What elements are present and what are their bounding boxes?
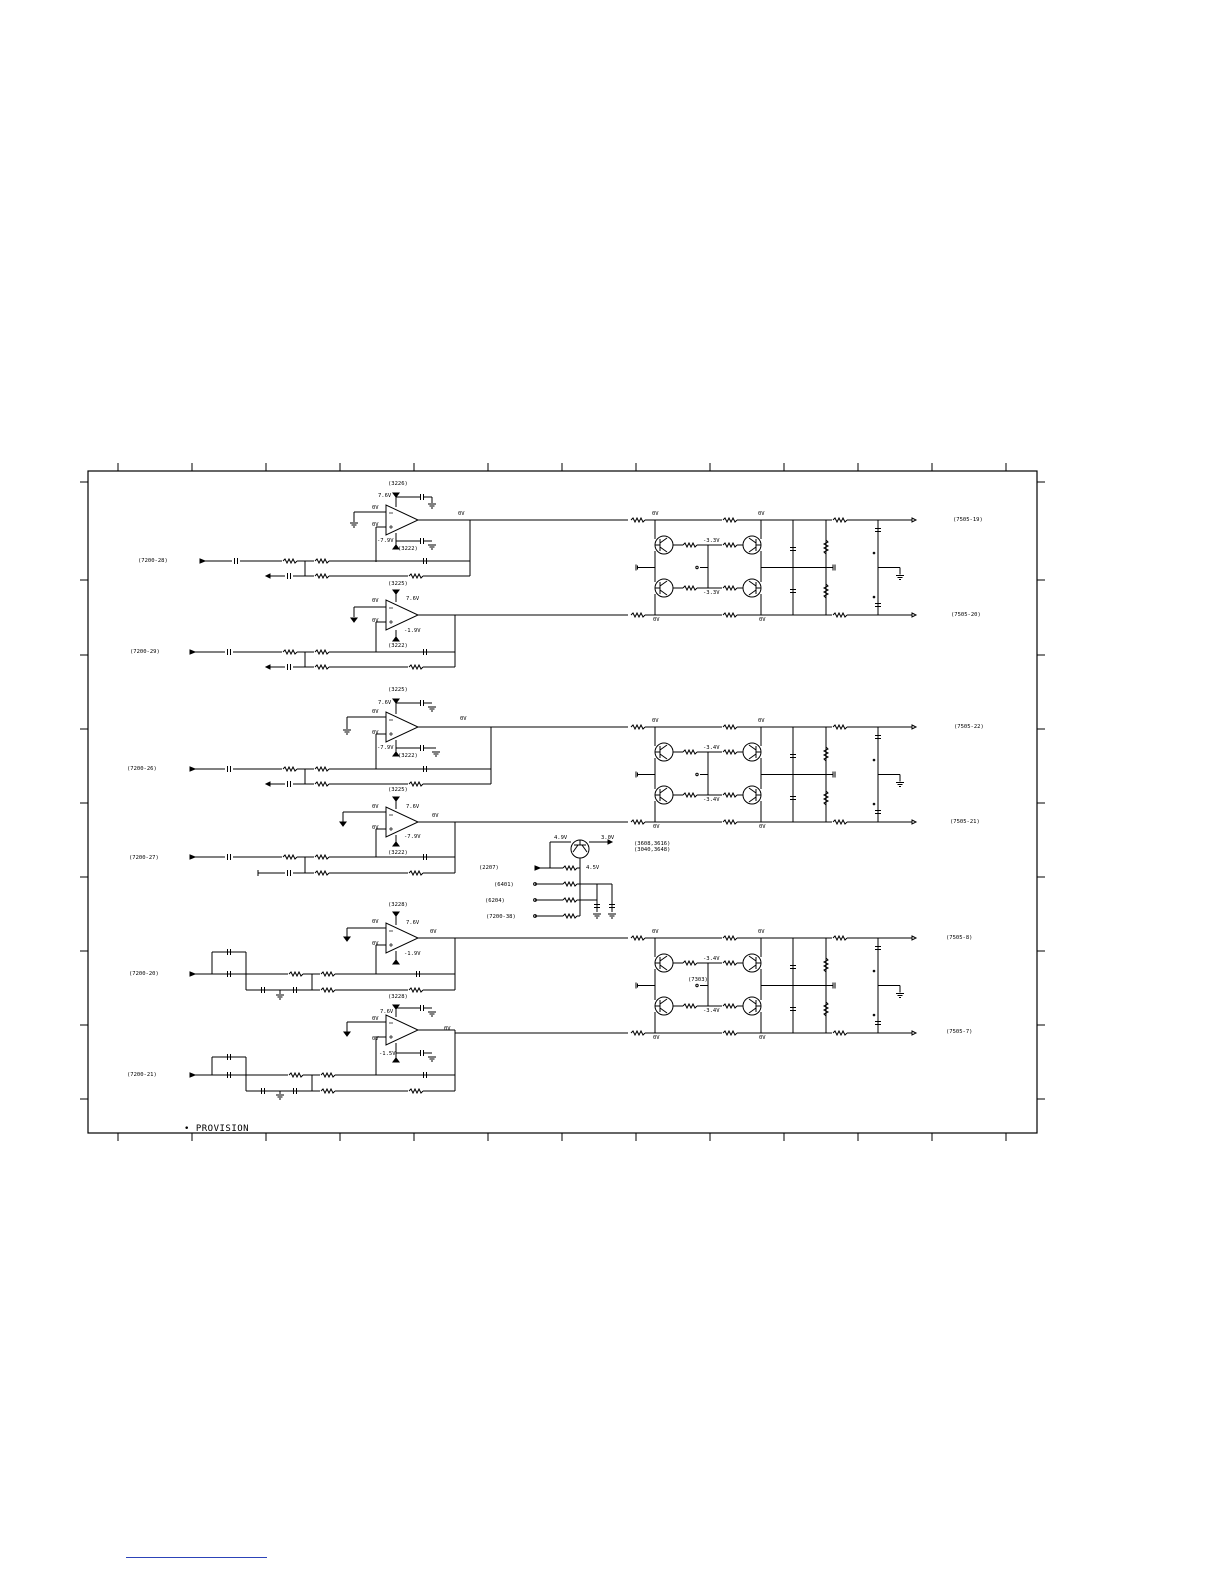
conn-bias-3: (6204) [485,898,505,904]
v-label: 0V [652,718,659,724]
v-label: -1.5V [379,1051,396,1057]
v-label: 7.6V [378,700,392,706]
v-label: 0V [759,824,766,830]
conn-out-2: (7505-20) [951,612,981,618]
ref-c2: (3222) [398,546,418,552]
v-label: 0V [372,505,379,511]
v-label: 7.6V [406,920,420,926]
v-label: -7.9V [377,538,394,544]
output-section-1: 0V 0V 0V 0V -3.3V -3.3V [455,511,918,623]
v-label: -3.4V [703,745,720,751]
ref-c6: (3222) [398,753,418,759]
v-label: 0V [460,716,467,722]
v-label: -1.9V [404,628,421,634]
conn-in-6: (7200-21) [127,1072,157,1078]
ref-c9: (3228) [388,902,408,908]
v-label: 0V [759,1035,766,1041]
conn-in-5: (7200-20) [129,971,159,977]
v-label: 0V [444,1026,451,1032]
ref-bias1: (3608,3616) [634,841,670,847]
v-label: -3.4V [703,1008,720,1014]
v-label: 4.9V [554,835,568,841]
conn-in-3: (7200-26) [127,766,157,772]
v-label: -7.9V [377,745,394,751]
drawing-frame [80,463,1045,1141]
ref-c10: (3228) [388,994,408,1000]
ref-c8: (3222) [388,850,408,856]
v-label: 0V [652,929,659,935]
output-section-2: 0V 0V 0V 0V -3.4V -3.4V [455,718,918,830]
v-label: 0V [372,941,379,947]
conn-bias-4: (7200-38) [486,914,516,920]
opamp-stage-6 [189,1004,456,1100]
v-label: 7.6V [378,493,392,499]
ref-c7: (3225) [388,787,408,793]
conn-out-3: (7505-22) [954,724,984,730]
v-label: 0V [758,718,765,724]
conn-out-4: (7505-21) [950,819,980,825]
ref-c3: (3225) [388,581,408,587]
v-label: -7.9V [404,834,421,840]
v-label: 4.5V [586,865,600,871]
v-label: 0V [653,824,660,830]
v-label: 0V [758,929,765,935]
v-label: -3.4V [703,956,720,962]
v-label: 0V [758,511,765,517]
opamp-stage-3 [189,698,492,788]
footnote: • PROVISION [184,1124,249,1134]
v-label: 0V [759,617,766,623]
conn-bias-1: (2207) [479,865,499,871]
v-label: 0V [372,1016,379,1022]
v-label: 7.6V [380,1009,394,1015]
v-label: 0V [372,804,379,810]
v-label: -3.3V [703,538,720,544]
conn-bias-2: (6401) [494,882,514,888]
ref-q: (7303) [688,977,708,983]
opamp-stage-2 [189,589,456,671]
v-label: 0V [652,511,659,517]
v-label: 0V [372,730,379,736]
opamp-stage-4 [189,796,456,877]
opamp-stage-1 [199,492,471,580]
output-section-3: 0V 0V 0V 0V -3.4V -3.4V [455,929,918,1041]
conn-in-1: (7200-28) [138,558,168,564]
ref-c1: (3226) [388,481,408,487]
v-label: 0V [653,617,660,623]
v-label: 0V [653,1035,660,1041]
ref-bias2: (3040,3648) [634,847,670,853]
conn-in-4: (7200-27) [129,855,159,861]
conn-in-2: (7200-29) [130,649,160,655]
conn-out-1: (7505-19) [953,517,983,523]
v-label: 0V [432,813,439,819]
opamp-stage-5 [189,911,456,1000]
v-label: 0V [372,825,379,831]
v-label: 0V [372,1036,379,1042]
v-label: 0V [458,511,465,517]
v-label: -1.9V [404,951,421,957]
v-label: 7.6V [406,804,420,810]
v-label: 0V [430,929,437,935]
ref-c5: (3225) [388,687,408,693]
v-label: 0V [372,522,379,528]
v-label: 0V [372,709,379,715]
v-label: -3.3V [703,590,720,596]
bias-network [533,839,617,919]
v-label: 0V [372,618,379,624]
ref-c4: (3222) [388,643,408,649]
v-label: 7.6V [406,596,420,602]
v-label: -3.4V [703,797,720,803]
v-label: 3.0V [601,835,615,841]
bottom-link-underline[interactable] [126,1557,267,1558]
conn-out-6: (7505-7) [946,1029,973,1035]
v-label: 0V [372,919,379,925]
conn-out-5: (7505-8) [946,935,973,941]
v-label: 0V [372,598,379,604]
